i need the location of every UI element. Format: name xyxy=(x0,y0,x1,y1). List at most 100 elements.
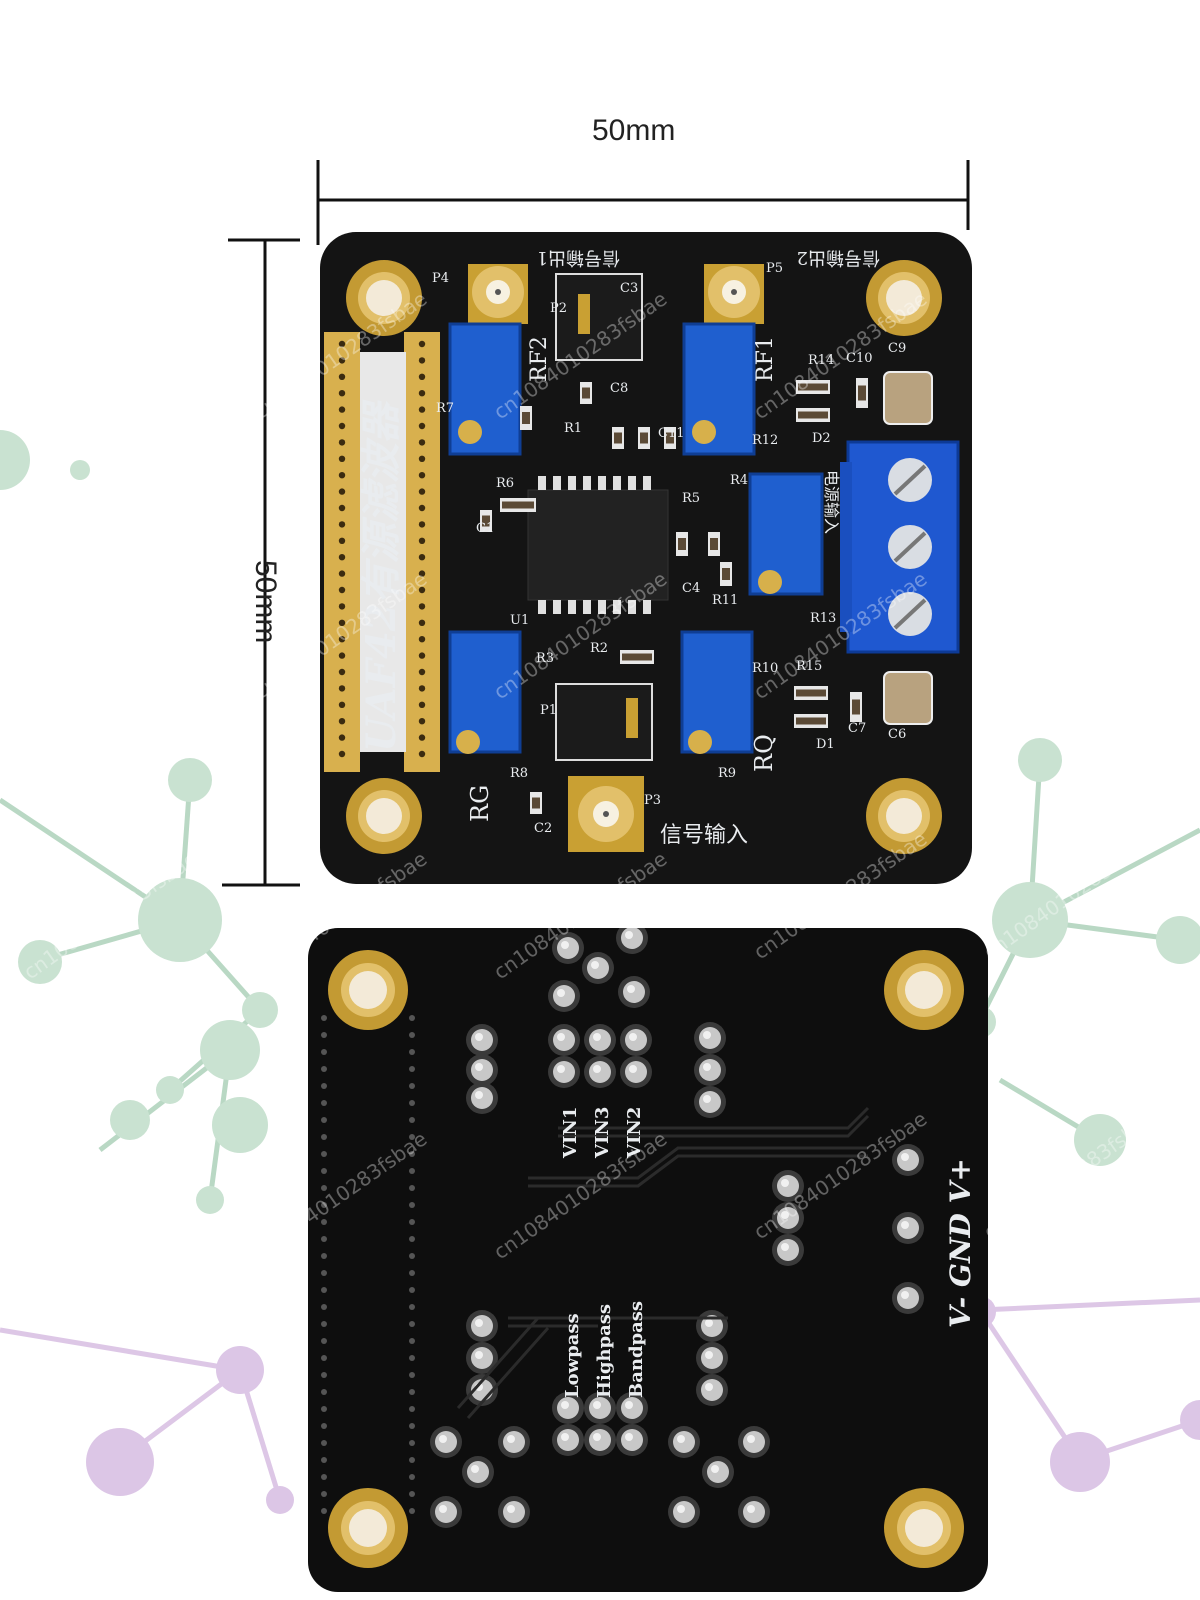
refdes-label: C11 xyxy=(658,426,685,441)
solder-joint xyxy=(668,1426,700,1458)
smd-component xyxy=(796,408,830,422)
ic-pin xyxy=(553,476,561,490)
smd-component xyxy=(620,650,654,664)
via xyxy=(409,1389,415,1395)
proto-hole xyxy=(418,521,426,528)
solder-joint xyxy=(548,1024,580,1056)
solder-joint xyxy=(618,976,650,1008)
smd-component xyxy=(638,427,650,449)
label-vin3: VIN3 xyxy=(592,1107,613,1159)
solder-joint xyxy=(548,980,580,1012)
refdes-label: C9 xyxy=(888,341,906,356)
proto-hole xyxy=(338,504,346,512)
solder-joint xyxy=(616,928,648,954)
via xyxy=(409,1151,415,1157)
via xyxy=(409,1270,415,1276)
proto-hole xyxy=(418,668,426,676)
proto-strip-right xyxy=(404,332,440,772)
mounting-holes xyxy=(346,260,942,854)
solder-joint xyxy=(738,1426,770,1458)
solder-joint xyxy=(694,1054,726,1086)
power-terminal xyxy=(840,440,960,654)
proto-hole xyxy=(338,472,346,479)
solder-joint xyxy=(892,1282,924,1314)
refdes-label: R13 xyxy=(810,611,836,626)
refdes-label: P5 xyxy=(766,261,783,276)
proto-hole xyxy=(338,685,346,692)
smd-component xyxy=(580,382,592,404)
refdes-label: R11 xyxy=(712,593,738,608)
via xyxy=(321,1083,327,1089)
smd-component xyxy=(676,532,688,556)
refdes-label: C1 xyxy=(476,521,494,536)
refdes-label: D1 xyxy=(816,737,835,752)
via xyxy=(321,1015,327,1021)
proto-hole xyxy=(418,701,426,708)
proto-hole xyxy=(418,619,426,626)
proto-hole xyxy=(338,554,346,561)
proto-hole xyxy=(338,439,346,446)
trimmer-rf2 xyxy=(448,322,522,456)
uaf42-chip xyxy=(527,489,669,601)
via xyxy=(321,1423,327,1429)
ic-pin xyxy=(583,476,591,490)
solder-joint xyxy=(772,1170,804,1202)
via xyxy=(321,1066,327,1072)
solder-joint xyxy=(668,1496,700,1528)
proto-hole xyxy=(418,570,426,577)
proto-hole xyxy=(418,406,426,413)
solder-joint xyxy=(694,1086,726,1118)
solder-joint xyxy=(584,1424,616,1456)
proto-hole xyxy=(338,619,346,626)
via xyxy=(409,1134,415,1140)
refdes-label: R4 xyxy=(730,473,748,488)
solder-joint xyxy=(616,1392,648,1424)
label-output1: 信号输出1 xyxy=(537,247,620,268)
header-p2 xyxy=(555,273,643,361)
via xyxy=(409,1423,415,1429)
sma-input xyxy=(568,776,644,852)
label-output2: 信号输出2 xyxy=(797,247,880,268)
refdes-label: R10 xyxy=(752,661,778,676)
solder-joint xyxy=(552,1424,584,1456)
ic-pin xyxy=(553,600,561,614)
via xyxy=(409,1219,415,1225)
ic-pin xyxy=(568,476,576,490)
via xyxy=(409,1457,415,1463)
proto-hole xyxy=(418,734,426,741)
via xyxy=(321,1202,327,1208)
refdes-label: P3 xyxy=(644,793,661,808)
refdes-label: U1 xyxy=(510,613,529,628)
solder-joint xyxy=(552,1392,584,1424)
proto-hole xyxy=(338,340,346,348)
proto-hole xyxy=(338,668,346,676)
via xyxy=(409,1185,415,1191)
via xyxy=(409,1236,415,1242)
smd-component xyxy=(530,792,542,814)
refdes-label: R15 xyxy=(796,659,822,674)
solder-joint xyxy=(694,1022,726,1054)
via xyxy=(321,1236,327,1242)
label-power: 电源输入 xyxy=(822,470,841,534)
board-title: UAF42有源滤波器 xyxy=(358,399,405,752)
solder-joint xyxy=(466,1024,498,1056)
refdes-label: C2 xyxy=(534,821,552,836)
solder-joint xyxy=(466,1374,498,1406)
smd-component xyxy=(612,427,624,449)
via xyxy=(321,1457,327,1463)
ic-pin xyxy=(583,600,591,614)
smd-component xyxy=(794,714,828,728)
label-power-pins: V- GND V+ xyxy=(944,1158,977,1328)
proto-hole xyxy=(418,455,426,462)
via xyxy=(321,1270,327,1276)
proto-hole xyxy=(418,472,426,479)
via xyxy=(409,1304,415,1310)
proto-hole xyxy=(418,603,426,610)
via xyxy=(321,1151,327,1157)
label-rg: RG xyxy=(466,785,494,822)
via xyxy=(409,1406,415,1412)
smd-component xyxy=(794,686,828,700)
label-rq: RQ xyxy=(750,734,778,772)
via xyxy=(321,1253,327,1259)
solder-joint xyxy=(772,1202,804,1234)
